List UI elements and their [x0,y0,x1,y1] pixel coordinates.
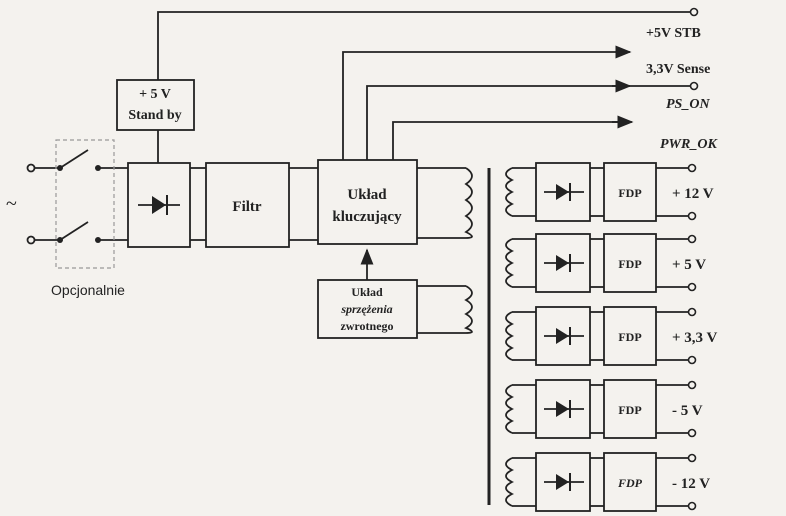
fdp-label: FDP [618,257,641,271]
diode-icon [556,328,569,344]
secondary-winding [505,384,515,434]
fdp-block [603,379,657,439]
output-row: FDP + 3,3 V [505,306,718,366]
output-terminal [687,307,697,317]
output-row: FDP - 12 V [505,452,710,512]
fdp-block [603,233,657,293]
output-row: FDP + 12 V [505,162,714,222]
output-terminal [687,428,697,438]
feedback-line2: sprzężenia [340,302,392,316]
switching-line2: kluczujący [332,209,402,225]
output-voltage-label: + 5 V [672,257,706,273]
fdp-label: FDP [618,403,641,417]
rectifier-diode-icon [138,195,180,215]
output-rectifier [535,233,591,293]
output-voltage-label: + 3,3 V [672,330,718,346]
standby-block [116,79,195,131]
output-rows: FDP + 12 V FDP + 5 V FDP + 3,3 V FDP - 5 V FDP - … [505,162,718,512]
output-terminal [687,355,697,365]
output-terminal [687,282,697,292]
filter-label: Filtr [232,199,261,215]
diode-icon [556,474,569,490]
fdp-block [603,452,657,512]
output-rectifier [535,306,591,366]
filter-block [205,162,290,248]
terminal-stb [689,7,699,17]
optional-switch [59,149,128,241]
fdp-block [603,306,657,366]
signal-pwrok-label: PWR_OK [660,137,718,152]
ac-terminal-bottom [26,235,36,245]
output-voltage-label: + 12 V [672,186,714,202]
standby-line2: Stand by [128,108,181,123]
ac-terminal-top [26,163,36,173]
output-rectifier [535,379,591,439]
rectifier-block [127,162,191,248]
output-row: FDP + 5 V [505,233,706,293]
standby-line1: + 5 V [139,87,171,102]
fdp-label: FDP [618,186,641,200]
output-row: FDP - 5 V [505,379,703,439]
secondary-winding [505,238,515,288]
output-terminal [687,234,697,244]
signal-stb-label: +5V STB [646,26,701,41]
output-terminal [687,501,697,511]
fdp-label: FDP [617,476,643,490]
switching-line1: Układ [347,187,387,203]
secondary-winding [505,457,515,507]
output-terminal [687,211,697,221]
terminal-sense [689,81,699,91]
output-terminal [687,380,697,390]
output-rectifier [535,162,591,222]
signal-sense-label: 3,3V Sense [646,62,710,77]
secondary-winding [505,167,515,217]
optional-label: Opcjonalnie [51,282,125,298]
output-terminal [687,163,697,173]
output-voltage-label: - 12 V [672,476,710,492]
optional-dashed-box [55,139,115,269]
diode-icon [556,184,569,200]
output-voltage-label: - 5 V [672,403,703,419]
secondary-winding [505,311,515,361]
feedback-line1: Układ [351,285,383,299]
output-rectifier [535,452,591,512]
diode-icon [556,401,569,417]
fdp-block [603,162,657,222]
signal-pson-label: PS_ON [666,97,710,112]
diode-icon [556,255,569,271]
fdp-label: FDP [618,330,641,344]
feedback-line3: zwrotnego [340,319,393,333]
output-terminal [687,453,697,463]
ac-symbol: ~ [6,193,17,215]
